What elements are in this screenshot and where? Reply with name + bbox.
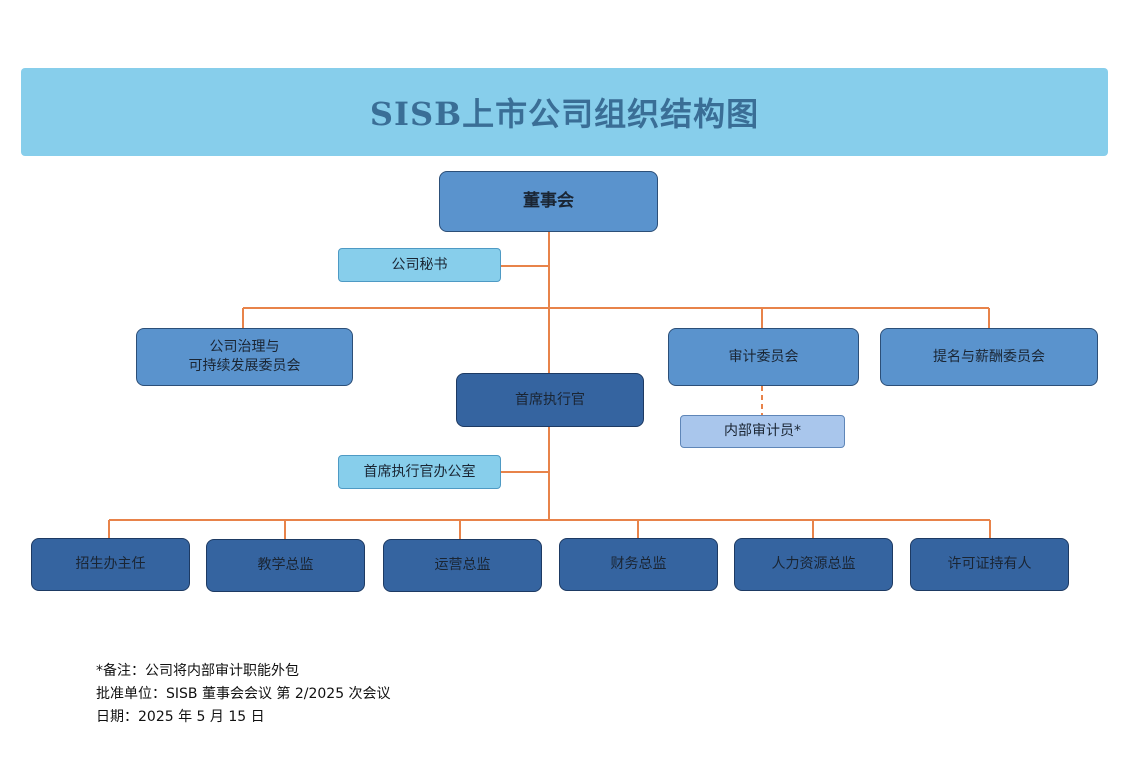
node-ceo-office-label: 首席执行官办公室 xyxy=(363,463,476,480)
node-nomination-committee: 提名与薪酬委员会 xyxy=(880,328,1098,386)
node-dept-licensee: 许可证持有人 xyxy=(910,538,1069,591)
node-dept-finance-label: 财务总监 xyxy=(610,556,667,572)
node-ceo-label: 首席执行官 xyxy=(515,391,585,408)
node-dept-academic: 教学总监 xyxy=(206,539,365,592)
node-dept-operations: 运营总监 xyxy=(383,539,542,592)
node-board-label: 董事会 xyxy=(523,191,574,211)
node-dept-licensee-label: 许可证持有人 xyxy=(947,556,1032,572)
footnotes: *备注：公司将内部审计职能外包 批准单位：SISB 董事会会议 第 2/2025… xyxy=(96,660,391,729)
node-internal-auditor-label: 内部审计员* xyxy=(724,423,801,439)
node-ceo: 首席执行官 xyxy=(456,373,644,427)
node-governance-committee: 公司治理与 可持续发展委员会 xyxy=(136,328,353,386)
node-dept-hr-label: 人力资源总监 xyxy=(771,556,856,572)
node-governance-committee-label: 公司治理与 可持续发展委员会 xyxy=(188,339,301,374)
node-dept-academic-label: 教学总监 xyxy=(257,557,314,573)
footnote-approval: 批准单位：SISB 董事会会议 第 2/2025 次会议 xyxy=(96,686,391,702)
node-dept-finance: 财务总监 xyxy=(559,538,718,591)
node-dept-admissions-label: 招生办主任 xyxy=(75,556,146,572)
node-dept-admissions: 招生办主任 xyxy=(31,538,190,591)
footnote-date: 日期：2025 年 5 月 15 日 xyxy=(96,709,265,725)
footnote-outsourcing: *备注：公司将内部审计职能外包 xyxy=(96,663,299,679)
page-title: SISB上市公司组织结构图 xyxy=(369,95,760,133)
node-nomination-committee-label: 提名与薪酬委员会 xyxy=(933,348,1045,365)
node-company-secretary: 公司秘书 xyxy=(338,248,501,282)
node-audit-committee-label: 审计委员会 xyxy=(728,348,799,365)
node-audit-committee: 审计委员会 xyxy=(668,328,859,386)
node-dept-operations-label: 运营总监 xyxy=(434,557,491,573)
node-company-secretary-label: 公司秘书 xyxy=(391,256,448,273)
title-banner: SISB上市公司组织结构图 xyxy=(21,68,1108,156)
node-ceo-office: 首席执行官办公室 xyxy=(338,455,501,489)
node-board: 董事会 xyxy=(439,171,658,232)
node-internal-auditor: 内部审计员* xyxy=(680,415,845,448)
node-dept-hr: 人力资源总监 xyxy=(734,538,893,591)
